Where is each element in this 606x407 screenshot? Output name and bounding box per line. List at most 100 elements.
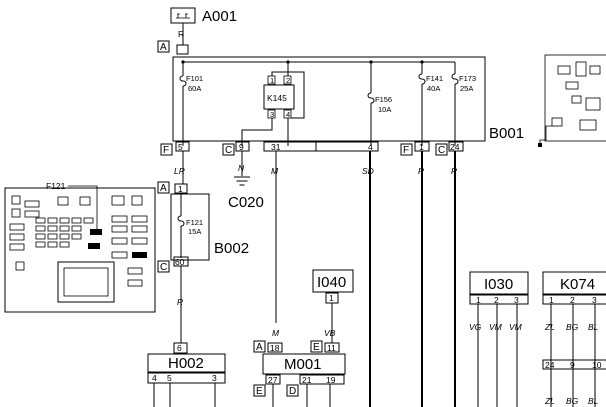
h002-pin-4: 4 xyxy=(152,373,157,383)
connector-f-right-label: F xyxy=(403,145,409,156)
connector-a-b002 xyxy=(157,181,170,194)
fuse-f101-name: F101 xyxy=(186,74,203,83)
h002-label: H002 xyxy=(168,355,204,372)
module-outline-top-right xyxy=(538,54,606,147)
i030-box[interactable] xyxy=(469,271,529,295)
relay-k145-coil-wire xyxy=(241,118,273,146)
wire-label-bg: BG xyxy=(566,322,579,332)
battery-box xyxy=(170,7,196,24)
m001-pin-19: 19 xyxy=(326,375,336,385)
k074-label: K074 xyxy=(560,276,595,293)
connector-a-top xyxy=(157,40,170,53)
ground-icon xyxy=(234,176,250,186)
i030-label: I030 xyxy=(484,276,513,293)
wire-label-m-m001: M xyxy=(272,328,280,338)
wire-label-bl: BL xyxy=(588,322,599,332)
fuse-f173-rating: 25A xyxy=(460,84,473,93)
connector-c-right-label: C xyxy=(438,145,445,156)
m001-pin-11: 11 xyxy=(327,343,336,353)
connector-e-m001-bottom xyxy=(253,384,266,397)
connector-f-left-label: F xyxy=(163,145,169,156)
fuse-f121-name: F121 xyxy=(186,218,203,227)
b002-pin-1: 1 xyxy=(178,184,183,194)
k145-pin-1: 1 xyxy=(270,76,274,85)
wire-label-vm-2: VM xyxy=(509,322,523,332)
connector-e-m001-label: E xyxy=(313,342,320,353)
k074-pin-10: 10 xyxy=(592,360,602,370)
connector-c-b002 xyxy=(157,260,170,273)
battery-a001[interactable]: A001 xyxy=(170,7,237,25)
connector-c-mid xyxy=(222,143,235,156)
fuse-f156-name: F156 xyxy=(375,95,392,104)
fuse-f101-rating: 60A xyxy=(188,84,201,93)
fuse-f101-symbol xyxy=(179,75,187,87)
m001-box[interactable] xyxy=(262,353,346,375)
wire-label-vb: VB xyxy=(324,328,336,338)
fuse-panel-outline xyxy=(4,187,156,313)
fuse-f141-symbol xyxy=(418,73,426,85)
i030-pin-2: 2 xyxy=(494,295,499,305)
a001-label: A001 xyxy=(202,8,237,25)
relay-k145[interactable]: K145 1 2 3 4 xyxy=(263,75,295,119)
k074-box[interactable] xyxy=(542,271,606,295)
wire-label-n: N xyxy=(238,163,245,173)
m001-pin-21: 21 xyxy=(302,375,312,385)
k074-pin-3: 3 xyxy=(592,295,597,305)
b001-pin-9: 9 xyxy=(239,142,244,152)
b002-label: B002 xyxy=(214,240,249,257)
h002-pin-6: 6 xyxy=(177,343,182,353)
fuse-f141-name: F141 xyxy=(426,74,443,83)
k145-pin-4: 4 xyxy=(286,110,290,119)
wire-label-r-top: R xyxy=(178,29,184,39)
h002-pin-5: 5 xyxy=(167,373,172,383)
b001-label: B001 xyxy=(489,125,524,142)
m001-label: M001 xyxy=(284,356,322,373)
wire-label-zl-b: ZL xyxy=(544,396,555,406)
connector-d-m001 xyxy=(286,384,299,397)
b001-box[interactable] xyxy=(172,56,486,142)
wire-label-vg: VG xyxy=(469,322,482,332)
k074-pin-1: 1 xyxy=(549,295,554,305)
connector-a-m001 xyxy=(253,340,266,353)
h002-box[interactable] xyxy=(147,353,226,373)
b001-pin-24: 24 xyxy=(450,142,460,152)
wire-label-bl-b: BL xyxy=(588,396,599,406)
b001-pin-31: 31 xyxy=(271,142,281,152)
b002-pin-60: 60 xyxy=(175,257,185,267)
f121-highlight xyxy=(90,229,102,235)
connector-a-b002-label: A xyxy=(160,183,167,194)
terminal-a001-pin xyxy=(176,44,189,55)
relay-k145-box xyxy=(263,84,295,110)
fuse-f121-rating: 15A xyxy=(188,227,201,236)
fuse-f141-rating: 40A xyxy=(427,84,440,93)
fuse-f121-symbol xyxy=(177,215,185,227)
i040-box[interactable] xyxy=(312,269,354,293)
f121-callout-label: F121 xyxy=(46,181,66,191)
fuse-f173-symbol xyxy=(451,73,459,85)
connector-f-left xyxy=(160,143,173,156)
wire-label-bg-b: BG xyxy=(566,396,579,406)
fuse-f173-name: F173 xyxy=(459,74,476,83)
f121-callout-line xyxy=(68,185,98,231)
connector-c-mid-label: C xyxy=(225,145,232,156)
k145-pin-3: 3 xyxy=(270,110,274,119)
h002-pin-3: 3 xyxy=(212,373,217,383)
i040-label: I040 xyxy=(317,274,346,291)
fuse-panel-module xyxy=(57,261,115,303)
i040-pin-1: 1 xyxy=(329,293,334,303)
wire-label-sd: SD xyxy=(362,166,374,176)
fuse-f156-rating: 10A xyxy=(378,105,391,114)
fuse-panel-f121[interactable]: F121 xyxy=(4,181,156,313)
battery-icon xyxy=(176,13,190,19)
connector-e-m001-bottom-label: E xyxy=(256,386,263,397)
k074-pin-2: 2 xyxy=(570,295,575,305)
b002-box[interactable] xyxy=(170,193,210,261)
connector-f-right xyxy=(400,143,413,156)
relay-k145-label: K145 xyxy=(267,93,287,103)
i030-pin-1: 1 xyxy=(476,295,481,305)
m001-pin-18: 18 xyxy=(270,343,280,353)
connector-a-top-label: A xyxy=(160,42,167,53)
connector-a-m001-label: A xyxy=(256,342,263,353)
wire-label-vm-1: VM xyxy=(489,322,503,332)
